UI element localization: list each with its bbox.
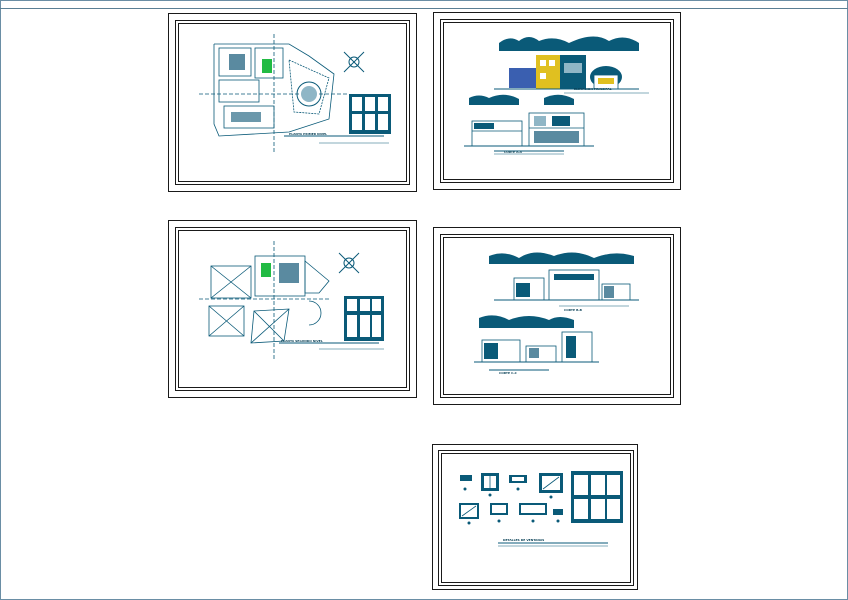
sheet-elevacion-principal[interactable]: ELEVACION PRINCIPAL CORTE A-A bbox=[433, 12, 681, 190]
sheet-title: ELEVACION PRINCIPAL bbox=[574, 87, 612, 91]
corte-label: CORTE A-A bbox=[504, 150, 522, 154]
corte-label: CORTE B-B bbox=[564, 308, 582, 312]
sheet-border bbox=[175, 20, 410, 185]
sheet-title: PLANTA SEGUNDO NIVEL bbox=[281, 339, 323, 343]
sheet-border bbox=[175, 227, 410, 391]
sheet-border-inner bbox=[443, 237, 671, 395]
sheet-border bbox=[438, 450, 634, 586]
sheet-border-inner bbox=[443, 22, 671, 180]
sheet-border-inner bbox=[441, 453, 631, 583]
floor-plan-drawing bbox=[199, 241, 384, 361]
top-rule-line bbox=[0, 8, 848, 9]
sheet-planta-primer-nivel[interactable]: PLANTA PRIMER NIVEL bbox=[168, 13, 417, 192]
sheet-elevacion-cortes[interactable]: CORTE B-B CORTE C-C bbox=[433, 227, 681, 405]
section-drawing bbox=[474, 252, 639, 371]
sheet-border-inner bbox=[178, 23, 407, 182]
sheet-planta-segundo-nivel[interactable]: PLANTA SEGUNDO NIVEL bbox=[168, 220, 417, 398]
sheet-border-inner bbox=[178, 230, 407, 388]
sheet-title: PLANTA PRIMER NIVEL bbox=[289, 132, 328, 136]
sheet-title: DETALLES DE VENTANAS bbox=[503, 538, 545, 542]
sheet-border bbox=[440, 234, 674, 398]
sheet-border bbox=[440, 19, 674, 183]
floor-plan-drawing bbox=[199, 34, 391, 154]
sheet-detalles-ventanas[interactable]: DETALLES DE VENTANAS bbox=[432, 444, 638, 590]
elevation-drawing bbox=[464, 36, 649, 155]
window-details-drawing bbox=[459, 471, 623, 547]
corte-label: CORTE C-C bbox=[499, 371, 517, 375]
